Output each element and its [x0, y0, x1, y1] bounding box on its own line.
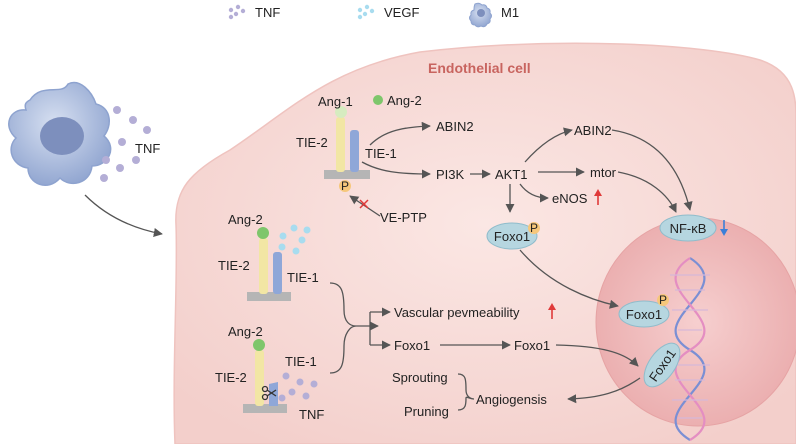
- abin2-left-label: ABIN2: [436, 119, 474, 134]
- legend-vegf-swatch: [357, 4, 375, 20]
- arrow-akt1-to-enos: [519, 183, 549, 203]
- foxo1-nucleus-bubble: [618, 300, 670, 328]
- foxo1-cyto-label: Foxo1: [494, 229, 530, 244]
- inhibition-cross-icon: [359, 199, 369, 209]
- legend-m1-label: M1: [501, 5, 519, 20]
- phospho-nucleus-label: P: [659, 293, 667, 307]
- legend-tnf-label: TNF: [255, 5, 280, 20]
- arrow-foxo1-to-nucleus: [519, 249, 619, 309]
- ang2-legend-dot-top: [373, 95, 383, 105]
- pruning-label: Pruning: [404, 404, 449, 419]
- ang2-ligand-bottom: [253, 339, 265, 351]
- foxo1-left-label: Foxo1: [394, 338, 430, 353]
- permeability-up-arrow-icon: [548, 303, 556, 319]
- ang2-ligand-middle: [257, 227, 269, 239]
- foxo1-dna-bubble: [643, 342, 681, 388]
- membrane-base-bottom: [243, 404, 287, 413]
- arrow-macrophage-to-cell: [84, 194, 163, 237]
- enos-label: eNOS: [552, 191, 588, 206]
- merge-bracket: [329, 282, 357, 374]
- legend: TNF VEGF M1: [228, 2, 519, 28]
- tie1-receptor-middle: [273, 252, 282, 294]
- arrow-dna-to-angiogenesis: [567, 377, 641, 404]
- abin2-right-label: ABIN2: [574, 123, 612, 138]
- membrane-base-top: [324, 170, 370, 179]
- tie2-receptor-top: [336, 117, 345, 172]
- legend-tnf-swatch: [228, 4, 246, 20]
- tie2-mid-label: TIE-2: [218, 258, 250, 273]
- tnf-particles-macrophage: [100, 106, 151, 182]
- cell-title: Endothelial cell: [428, 60, 531, 76]
- tie2-receptor-middle: [259, 238, 268, 294]
- dna-helix-icon: [670, 257, 710, 441]
- tie2-bottom-label: TIE-2: [215, 370, 247, 385]
- tnf-macrophage-label: TNF: [135, 141, 160, 156]
- ang2-top-label: Ang-2: [387, 93, 422, 108]
- sprouting-label: Sprouting: [392, 370, 448, 385]
- tie1-bottom-label: TIE-1: [285, 354, 317, 369]
- phospho-top-label: P: [341, 179, 349, 193]
- tnf-bottom-label: TNF: [299, 407, 324, 422]
- akt1-label: AKT1: [495, 167, 528, 182]
- legend-m1-nucleus-icon: [477, 9, 485, 17]
- tnf-particles-bottom: [278, 372, 318, 402]
- tie1-receptor-top: [350, 130, 359, 172]
- receptor-complex-middle: [247, 227, 291, 301]
- nfkb-bubble: [659, 214, 717, 242]
- phospho-cyto: [528, 222, 540, 234]
- ang2-mid-label: Ang-2: [228, 212, 263, 227]
- scissors-icon: [261, 385, 277, 401]
- angiogenesis-label: Angiogensis: [476, 392, 547, 407]
- foxo1-nucleus-label: Foxo1: [626, 307, 662, 322]
- arrow-mtor-to-nfkb: [617, 171, 677, 213]
- phospho-top: [339, 180, 351, 192]
- receptor-complex-top: P: [324, 106, 370, 193]
- tie2-top-label: TIE-2: [296, 135, 328, 150]
- pi3k-label: PI3K: [436, 167, 465, 182]
- foxo1-right-label: Foxo1: [514, 338, 550, 353]
- vegf-particles: [278, 224, 311, 255]
- arrow-tie1-to-abin2: [369, 121, 431, 146]
- mtor-label: mtor: [590, 165, 617, 180]
- angiogenesis-bracket: [457, 373, 475, 411]
- arrow-tie1-to-pi3k: [361, 161, 431, 179]
- ang1-ligand-top: [335, 106, 347, 118]
- tie1-top-label: TIE-1: [365, 146, 397, 161]
- nfkb-down-arrow-icon: [720, 220, 728, 236]
- foxo1-cyto-bubble: [486, 222, 538, 250]
- ang2-bottom-label: Ang-2: [228, 324, 263, 339]
- tie2-receptor-bottom: [255, 350, 264, 406]
- arrow-akt1-to-abin2: [524, 127, 573, 163]
- enos-up-arrow-icon: [594, 189, 602, 205]
- phospho-cyto-label: P: [530, 221, 538, 235]
- ang1-top-label: Ang-1: [318, 94, 353, 109]
- ve-ptp-label: VE-PTP: [380, 210, 427, 225]
- tie1-mid-label: TIE-1: [287, 270, 319, 285]
- phospho-nucleus: [657, 294, 669, 306]
- vascular-permeability-label: Vascular pevmeability: [394, 305, 520, 320]
- legend-vegf-label: VEGF: [384, 5, 419, 20]
- nfkb-label: NF-κB: [670, 221, 707, 236]
- arrow-abin2-to-nfkb: [611, 129, 693, 211]
- membrane-base-middle: [247, 292, 291, 301]
- macrophage-nucleus: [40, 117, 84, 155]
- arrow-foxo1-to-dna: [555, 344, 639, 367]
